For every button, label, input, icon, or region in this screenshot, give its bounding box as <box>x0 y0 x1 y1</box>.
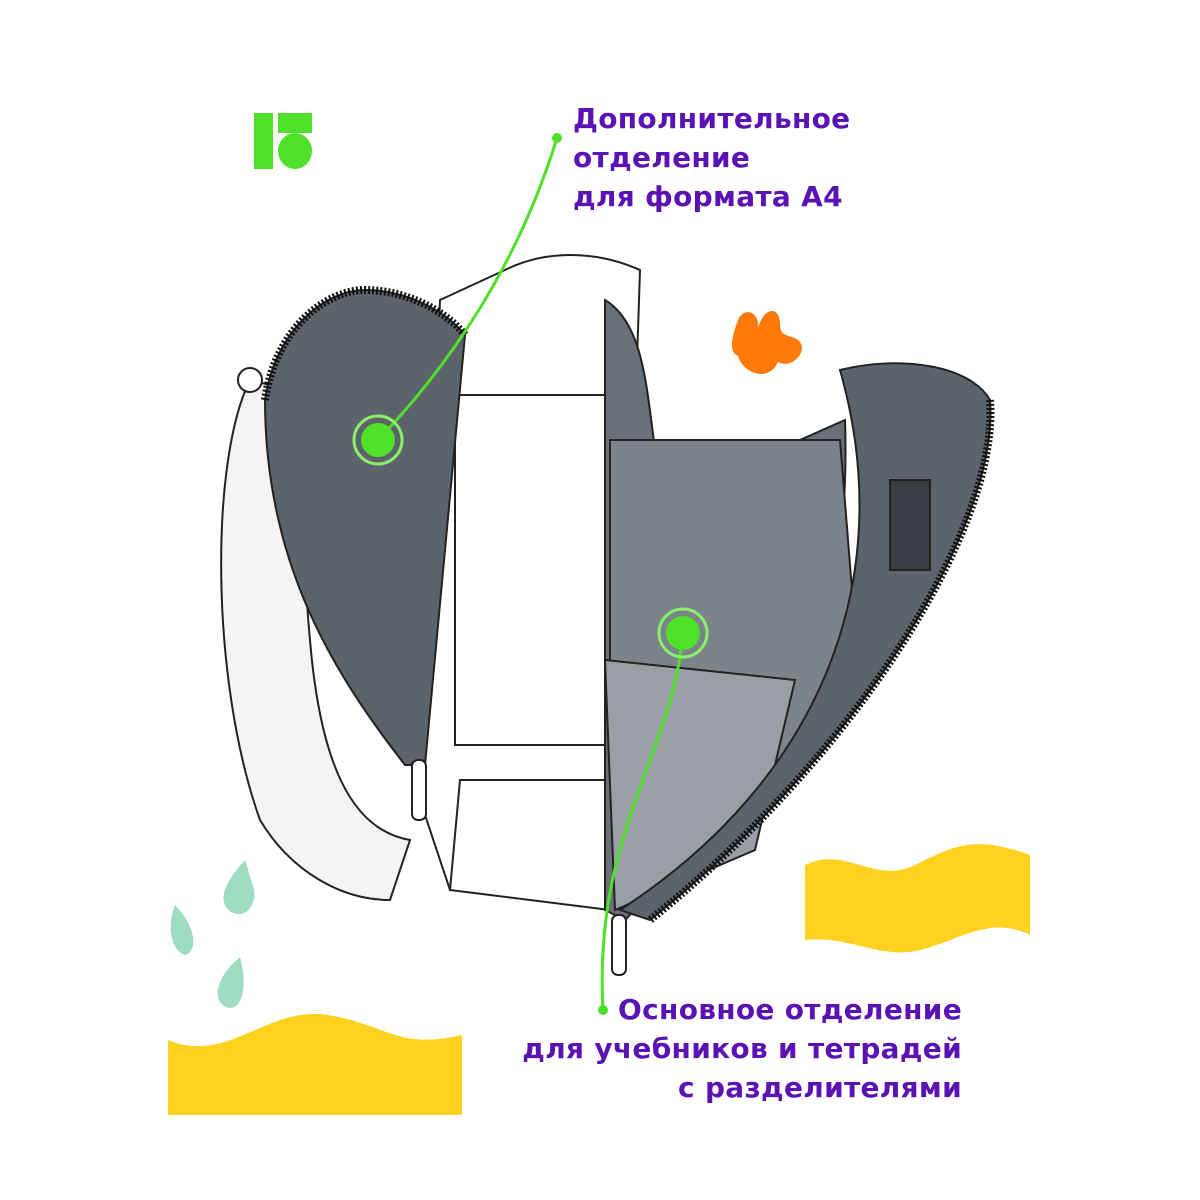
callout-line: для учебников и тетрадей <box>522 1032 962 1065</box>
callout-line: Основное отделение <box>618 993 962 1026</box>
yellow-wave-decoration <box>805 844 1030 953</box>
callout-connector <box>376 137 685 1011</box>
hotspot-marker[interactable] <box>657 607 709 659</box>
callout-line: отделение <box>573 141 751 174</box>
yellow-wave-decoration <box>168 1013 462 1115</box>
callout-line: Дополнительное <box>573 102 851 135</box>
berlingo-logo-icon <box>254 113 312 169</box>
hotspot-marker[interactable] <box>352 414 404 466</box>
callout-line: с разделителями <box>678 1071 962 1104</box>
callout-line: для формата А4 <box>573 180 843 213</box>
orange-blob-decoration <box>731 310 802 375</box>
mint-drop-decoration <box>170 860 255 1008</box>
backpack <box>220 254 995 976</box>
callout-main-compartment: Основное отделение для учебников и тетра… <box>522 990 962 1107</box>
callout-a4-pocket: Дополнительное отделение для формата А4 <box>573 99 850 216</box>
